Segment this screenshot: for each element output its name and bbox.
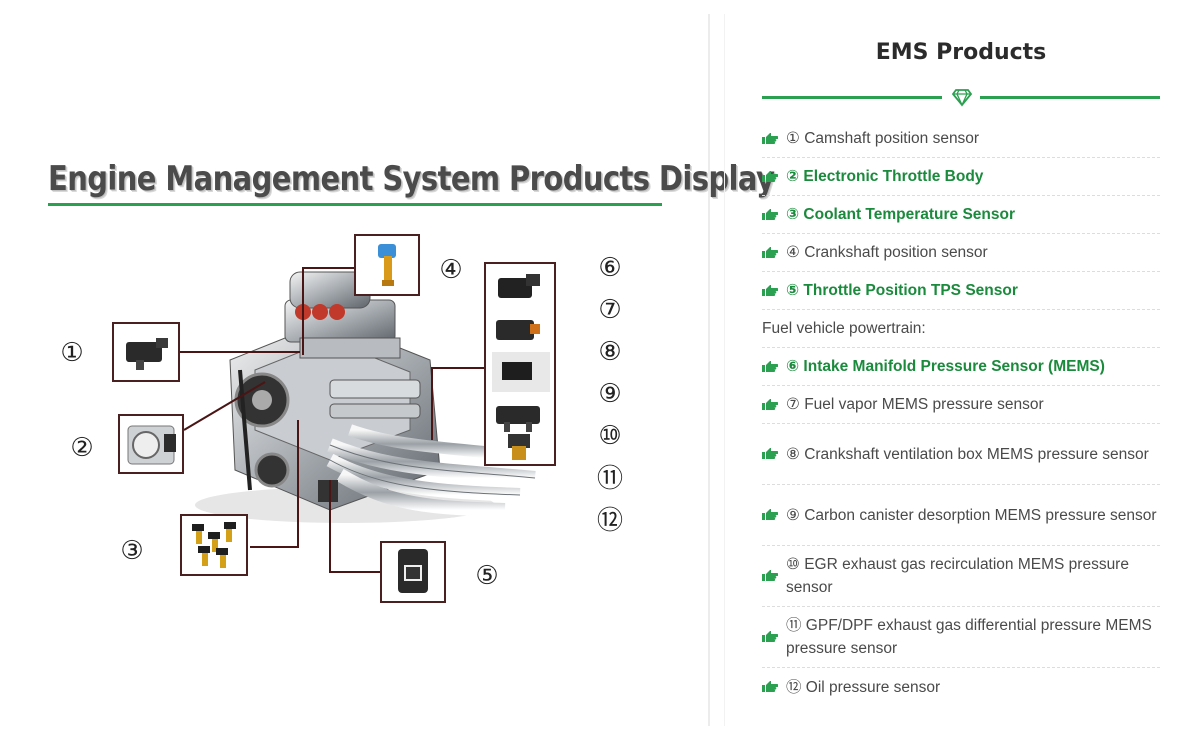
pointing-hand-icon (762, 681, 778, 692)
list-item-label: ⑪ GPF/DPF exhaust gas differential press… (786, 617, 1152, 657)
pointing-hand-icon (762, 509, 778, 520)
label-number-8: ⑧ (598, 337, 622, 367)
panel-divider-inner (724, 14, 725, 726)
label-number-11: ⑪ (596, 463, 623, 494)
pointing-hand-icon (762, 208, 778, 220)
list-item-label: ⑩ EGR exhaust gas recirculation MEMS pre… (786, 556, 1129, 596)
list-item-label: ⑨ Carbon canister desorption MEMS pressu… (786, 506, 1157, 524)
list-item[interactable]: ⑦ Fuel vapor MEMS pressure sensor (762, 386, 1160, 424)
list-item-label: ④ Crankshaft position sensor (786, 244, 988, 261)
list-item[interactable]: ⑨ Carbon canister desorption MEMS pressu… (762, 485, 1160, 546)
display-title: Engine Management System Products Displa… (48, 158, 775, 199)
list-item-label: ① Camshaft position sensor (786, 130, 980, 147)
tps-sensor-thumbnail (380, 541, 446, 603)
list-item[interactable]: ② Electronic Throttle Body (762, 158, 1160, 196)
camshaft-sensor-thumbnail (112, 322, 180, 382)
connector-lines (180, 267, 486, 573)
list-item[interactable]: ⑤ Throttle Position TPS Sensor (762, 272, 1160, 310)
list-item-label: ③ Coolant Temperature Sensor (786, 206, 1016, 223)
pointing-hand-icon (762, 132, 778, 144)
pointing-hand-icon (762, 631, 778, 642)
label-number-1: ① (60, 338, 84, 368)
list-heading: Fuel vehicle powertrain: (762, 310, 1160, 348)
pointing-hand-icon (762, 170, 778, 182)
list-item[interactable]: ⑧ Crankshaft ventilation box MEMS pressu… (762, 424, 1160, 485)
list-item-label: ⑥ Intake Manifold Pressure Sensor (MEMS) (786, 358, 1105, 375)
pointing-hand-icon (762, 570, 778, 581)
coolant-sensor-thumbnail (180, 514, 248, 576)
engine-block (195, 271, 541, 523)
pointing-hand-icon (762, 398, 778, 410)
engine-figure: ① ② ③ ④ ⑤ ⑥ ⑦ ⑧ ⑨ ⑩ ⑪ ⑫ (60, 234, 623, 603)
list-item-label: ⑫ Oil pressure sensor (786, 678, 941, 696)
pointing-hand-icon (762, 448, 778, 459)
label-number-7: ⑦ (598, 295, 622, 325)
list-item-label: ⑧ Crankshaft ventilation box MEMS pressu… (786, 445, 1149, 463)
engine-illustration (180, 267, 541, 573)
list-item-label: ⑦ Fuel vapor MEMS pressure sensor (786, 396, 1044, 413)
pointing-hand-icon (762, 246, 778, 258)
diamond-icon (952, 89, 972, 107)
list-item-label: ② Electronic Throttle Body (786, 168, 984, 185)
panel-divider (708, 14, 710, 726)
ems-title: EMS Products (875, 40, 1047, 65)
title-underline (48, 203, 662, 206)
mems-sensors-thumbnail (484, 262, 556, 466)
ems-product-list: ① Camshaft position sensor ② Electronic … (762, 120, 1160, 706)
label-number-5: ⑤ (475, 561, 499, 591)
label-number-3: ③ (120, 536, 144, 566)
list-item[interactable]: ④ Crankshaft position sensor (762, 234, 1160, 272)
list-item[interactable]: ⑥ Intake Manifold Pressure Sensor (MEMS) (762, 348, 1160, 386)
list-item[interactable]: ⑩ EGR exhaust gas recirculation MEMS pre… (762, 546, 1160, 607)
crankshaft-sensor-thumbnail (354, 234, 420, 296)
label-number-6: ⑥ (598, 253, 622, 283)
label-number-4: ④ (439, 255, 463, 285)
list-item[interactable]: ⑫ Oil pressure sensor (762, 668, 1160, 706)
display-panel: Engine Management System Products Displa… (48, 158, 775, 603)
ems-rule-left (762, 96, 942, 99)
list-item[interactable]: ⑪ GPF/DPF exhaust gas differential press… (762, 607, 1160, 668)
label-number-2: ② (70, 433, 94, 463)
pointing-hand-icon (762, 284, 778, 296)
list-heading-label: Fuel vehicle powertrain: (762, 320, 926, 337)
list-item[interactable]: ① Camshaft position sensor (762, 120, 1160, 158)
label-number-12: ⑫ (596, 505, 623, 536)
list-item-label: ⑤ Throttle Position TPS Sensor (786, 282, 1018, 299)
label-number-9: ⑨ (598, 379, 622, 409)
ems-rule-right (980, 96, 1160, 99)
list-item[interactable]: ③ Coolant Temperature Sensor (762, 196, 1160, 234)
pointing-hand-icon (762, 360, 778, 372)
label-number-10: ⑩ (598, 421, 622, 451)
throttle-body-thumbnail (118, 414, 184, 474)
